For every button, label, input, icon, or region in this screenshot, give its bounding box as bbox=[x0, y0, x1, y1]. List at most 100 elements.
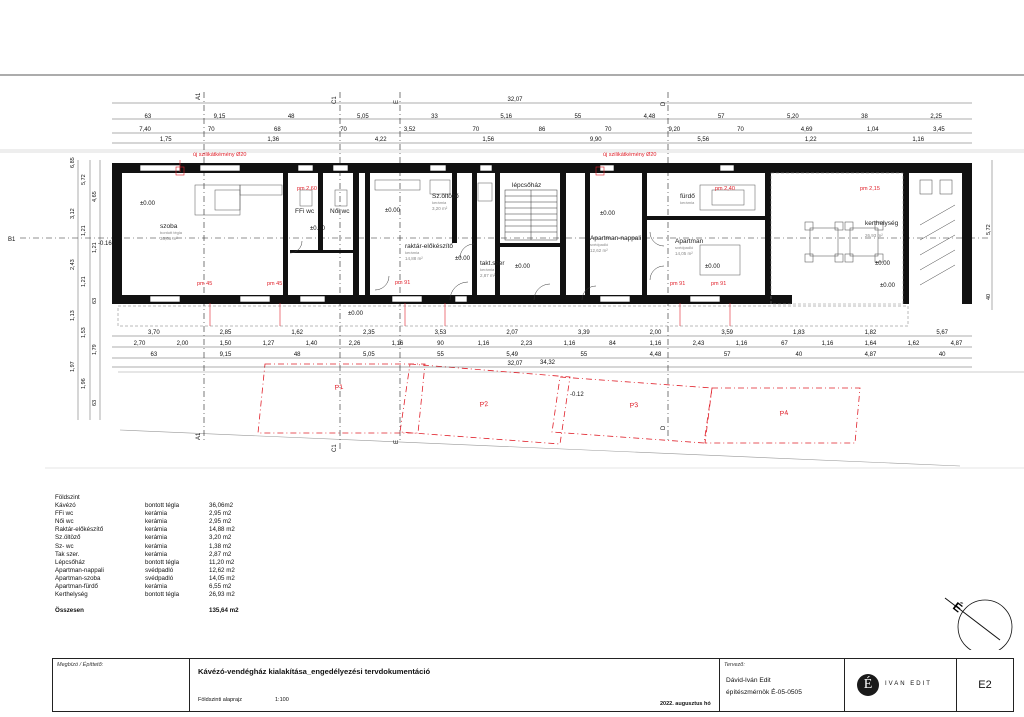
dimension-label: 1,53 bbox=[81, 327, 87, 338]
project-title: Kávézó-vendégház kialakítása_engedélyezé… bbox=[198, 667, 431, 676]
dimension-label: 55 bbox=[580, 352, 587, 358]
dimension-label: 1,96 bbox=[81, 378, 87, 389]
parking-area bbox=[257, 363, 861, 445]
designer-cell: Tervező: Dávid-Iván Edit építészmérnök É… bbox=[720, 659, 845, 711]
schedule-total-value: 135,64 m2 bbox=[209, 607, 239, 615]
terrace-furniture bbox=[804, 179, 956, 286]
dimension-label: 4,22 bbox=[375, 137, 387, 143]
dimension-label: 67 bbox=[781, 341, 788, 347]
dimension-label: 63 bbox=[144, 114, 151, 120]
dimension-label: 1,62 bbox=[291, 330, 303, 336]
schedule-room: Női wc bbox=[55, 518, 74, 526]
schedule-room: Sz.öltöző bbox=[55, 534, 81, 542]
room-area: 26,93 m² bbox=[865, 233, 883, 238]
schedule-row: Női wc kerámia 2,95 m2 bbox=[55, 518, 249, 526]
dimension-label: 2,00 bbox=[177, 341, 189, 347]
red-annotation: új szilikátkémény Ø20 bbox=[603, 152, 657, 158]
room-finish: kerámia bbox=[480, 267, 495, 272]
dimension-label: 55 bbox=[574, 114, 581, 120]
dimension-label: 1,82 bbox=[865, 330, 877, 336]
parking-label: P4 bbox=[779, 410, 789, 418]
schedule-row: Sz.öltöző kerámia 3,20 m2 bbox=[55, 534, 249, 542]
room-finish: kerámia bbox=[680, 200, 695, 205]
dimension-label: 5,72 bbox=[81, 174, 87, 185]
east-wall bbox=[962, 163, 972, 304]
schedule-area: 2,95 m2 bbox=[209, 518, 232, 526]
red-annotation: pm 45 bbox=[267, 281, 282, 287]
dimension-label: 2,70 bbox=[134, 341, 146, 347]
red-annotation: pm 45 bbox=[197, 281, 212, 287]
schedule-room: Apartman-fürdő bbox=[55, 583, 98, 591]
schedule-room: Kerthelység bbox=[55, 591, 88, 599]
dimension-label: 40 bbox=[795, 352, 802, 358]
room-area: 14,88 m² bbox=[405, 256, 423, 261]
dimension-label: 5,56 bbox=[697, 137, 709, 143]
schedule-finish: kerámia bbox=[145, 518, 168, 526]
sheet-number-cell: E2 bbox=[957, 659, 1013, 711]
parking-label: P3 bbox=[629, 402, 639, 410]
dimension-label: 86 bbox=[539, 127, 546, 133]
dimension-label: 1,13 bbox=[70, 310, 76, 321]
dimension-label: 4,69 bbox=[801, 127, 813, 133]
dimension-label: 70 bbox=[605, 127, 612, 133]
schedule-finish: bontott tégla bbox=[145, 502, 180, 510]
dimension-label: 1,16 bbox=[564, 341, 576, 347]
dimension-label: 1,97 bbox=[70, 361, 76, 372]
dimension-label: 5,05 bbox=[363, 352, 375, 358]
room-finish: bontott tégla bbox=[160, 230, 183, 235]
dimension-label: 3,59 bbox=[721, 330, 733, 336]
room-name: fürdő bbox=[680, 193, 695, 200]
dimension-label: 48 bbox=[294, 352, 301, 358]
room-area: 14,05 m² bbox=[675, 251, 693, 256]
dimension-label: 70 bbox=[340, 127, 347, 133]
schedule-area: 14,88 m2 bbox=[209, 526, 235, 534]
red-annotation: pm 2,40 bbox=[715, 186, 735, 192]
level-mark: ±0.00 bbox=[880, 283, 896, 289]
level-mark: ±0.00 bbox=[600, 211, 616, 217]
red-annotation: pm 2,15 bbox=[860, 186, 880, 192]
designer-title: építészmérnök É-05-0505 bbox=[726, 689, 802, 696]
dimension-label: 3,39 bbox=[578, 330, 590, 336]
schedule-room: Raktár-előkészítő bbox=[55, 526, 104, 534]
red-annotation: pm 91 bbox=[711, 281, 726, 287]
sheet-number: E2 bbox=[978, 679, 992, 691]
dimension-label: 1,62 bbox=[908, 341, 920, 347]
dimension-label: 70 bbox=[208, 127, 215, 133]
room-name: Apartman bbox=[675, 238, 704, 245]
schedule-area: 3,20 m2 bbox=[209, 534, 232, 542]
dimension-label: 5,20 bbox=[787, 114, 799, 120]
dimension-label: 1,50 bbox=[220, 341, 232, 347]
dimension-label: 5,05 bbox=[357, 114, 369, 120]
dimension-label: 3,70 bbox=[148, 330, 160, 336]
level-mark: ±0.00 bbox=[140, 201, 156, 207]
logo-icon: É bbox=[857, 674, 879, 696]
dimension-label: 40 bbox=[986, 294, 992, 300]
section-mark: E bbox=[394, 100, 400, 104]
room-area: 2,87 m² bbox=[480, 273, 496, 278]
dimension-label: 90 bbox=[437, 341, 444, 347]
schedule-room: Sz- wc bbox=[55, 542, 74, 550]
logo-text: IVAN EDIT bbox=[885, 681, 932, 687]
schedule-finish: kerámia bbox=[145, 510, 168, 518]
dimension-label: 40 bbox=[939, 352, 946, 358]
dimension-label: 55 bbox=[437, 352, 444, 358]
north-arrow: É bbox=[944, 597, 1013, 650]
dimension-label: 48 bbox=[288, 114, 295, 120]
room-finish: svédpadló bbox=[675, 245, 694, 250]
schedule-finish: kerámia bbox=[145, 583, 168, 591]
dimension-label: 70 bbox=[473, 127, 480, 133]
dimension-label: 1,83 bbox=[793, 330, 805, 336]
section-mark: B1 bbox=[8, 237, 16, 243]
dimension-total: 32,07 bbox=[507, 97, 523, 103]
room-name: raktár-előkészítő bbox=[405, 243, 453, 250]
dimension-label: 2,26 bbox=[349, 341, 361, 347]
red-annotation: új szilikátkémény Ø20 bbox=[193, 152, 247, 158]
schedule-finish: kerámia bbox=[145, 534, 168, 542]
